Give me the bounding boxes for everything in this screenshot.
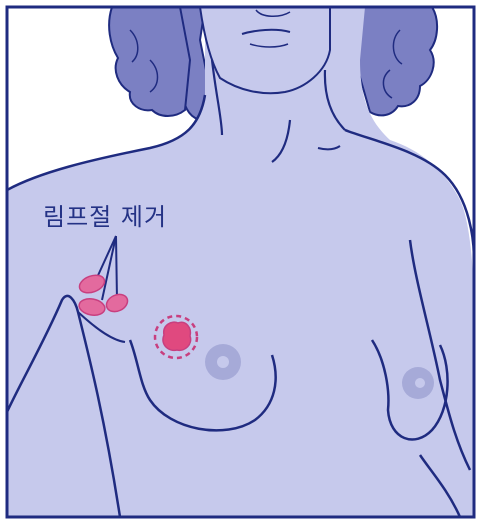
left-nipple-center — [217, 356, 229, 368]
pointer-line — [116, 236, 117, 300]
tumor-icon — [163, 322, 191, 350]
right-nipple-center — [415, 378, 425, 388]
lymph-node-removal-label: 림프절 제거 — [43, 203, 167, 231]
